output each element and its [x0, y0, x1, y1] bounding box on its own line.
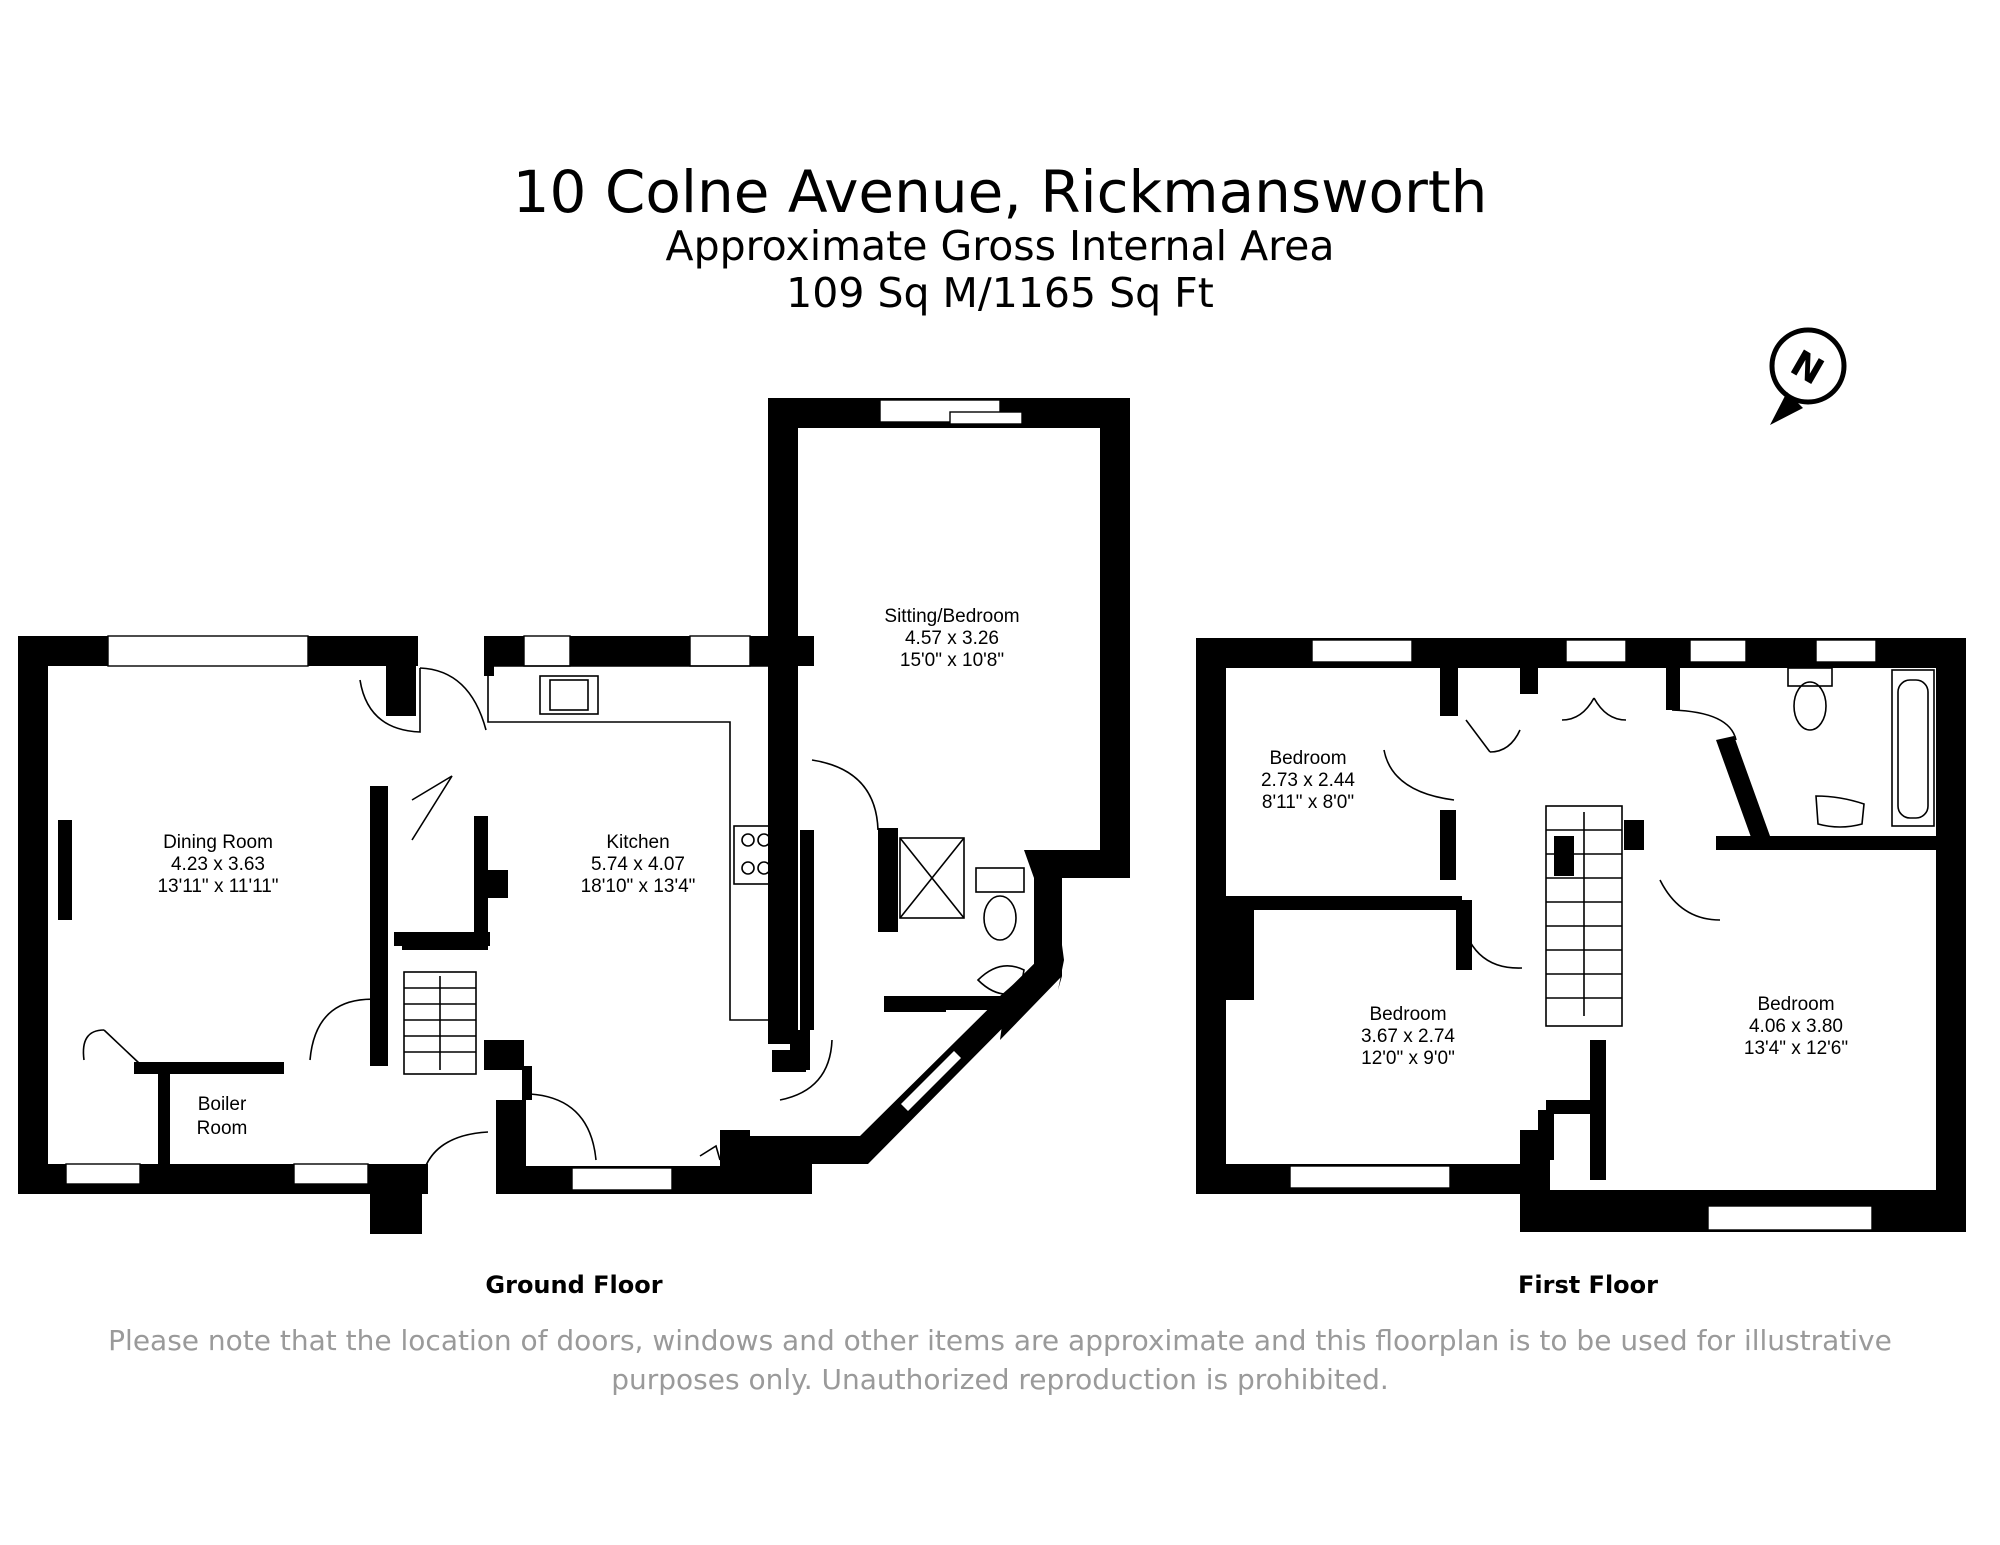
- room-sitting-bedroom: Sitting/Bedroom 4.57 x 3.26 15'0" x 10'8…: [884, 606, 1019, 671]
- disclaimer-line-1: Please note that the location of doors, …: [108, 1324, 1892, 1357]
- room-imperial: 13'4" x 12'6": [1744, 1038, 1848, 1059]
- room-name: Dining Room: [163, 832, 273, 853]
- room-metric: 2.73 x 2.44: [1261, 770, 1355, 791]
- first-floor-label: First Floor: [1518, 1271, 1658, 1299]
- room-bedroom-1: Bedroom 2.73 x 2.44 8'11" x 8'0": [1261, 748, 1355, 813]
- ground-floor-plan: [18, 398, 1130, 1234]
- room-metric: 5.74 x 4.07: [591, 854, 685, 875]
- room-bedroom-3: Bedroom 4.06 x 3.80 13'4" x 12'6": [1744, 994, 1848, 1059]
- room-metric: 4.23 x 3.63: [171, 854, 265, 875]
- property-title: 10 Colne Avenue, Rickmansworth: [513, 158, 1488, 226]
- room-name: Sitting/Bedroom: [884, 606, 1019, 627]
- room-dining: Dining Room 4.23 x 3.63 13'11" x 11'11": [157, 832, 278, 897]
- room-name-line1: Boiler: [198, 1094, 247, 1115]
- room-metric: 4.06 x 3.80: [1749, 1016, 1843, 1037]
- room-bedroom-2: Bedroom 3.67 x 2.74 12'0" x 9'0": [1361, 1004, 1455, 1069]
- room-kitchen: Kitchen 5.74 x 4.07 18'10" x 13'4": [581, 832, 696, 897]
- area-subtitle: Approximate Gross Internal Area: [666, 222, 1335, 270]
- room-imperial: 13'11" x 11'11": [157, 876, 278, 897]
- room-imperial: 15'0" x 10'8": [900, 650, 1004, 671]
- room-name: Bedroom: [1269, 748, 1346, 769]
- ground-floor-label: Ground Floor: [485, 1271, 662, 1299]
- room-boiler: Boiler Room: [197, 1094, 248, 1139]
- room-imperial: 18'10" x 13'4": [581, 876, 696, 897]
- room-metric: 4.57 x 3.26: [905, 628, 999, 649]
- room-imperial: 12'0" x 9'0": [1361, 1048, 1455, 1069]
- room-name: Bedroom: [1757, 994, 1834, 1015]
- room-metric: 3.67 x 2.74: [1361, 1026, 1455, 1047]
- room-name: Bedroom: [1369, 1004, 1446, 1025]
- room-imperial: 8'11" x 8'0": [1262, 792, 1354, 813]
- area-value: 109 Sq M/1165 Sq Ft: [786, 269, 1214, 317]
- first-floor-plan: [1196, 638, 1966, 1232]
- disclaimer-line-2: purposes only. Unauthorized reproduction…: [611, 1363, 1389, 1396]
- room-name-line2: Room: [197, 1118, 248, 1139]
- room-name: Kitchen: [606, 832, 669, 853]
- compass-icon: N: [1769, 327, 1847, 425]
